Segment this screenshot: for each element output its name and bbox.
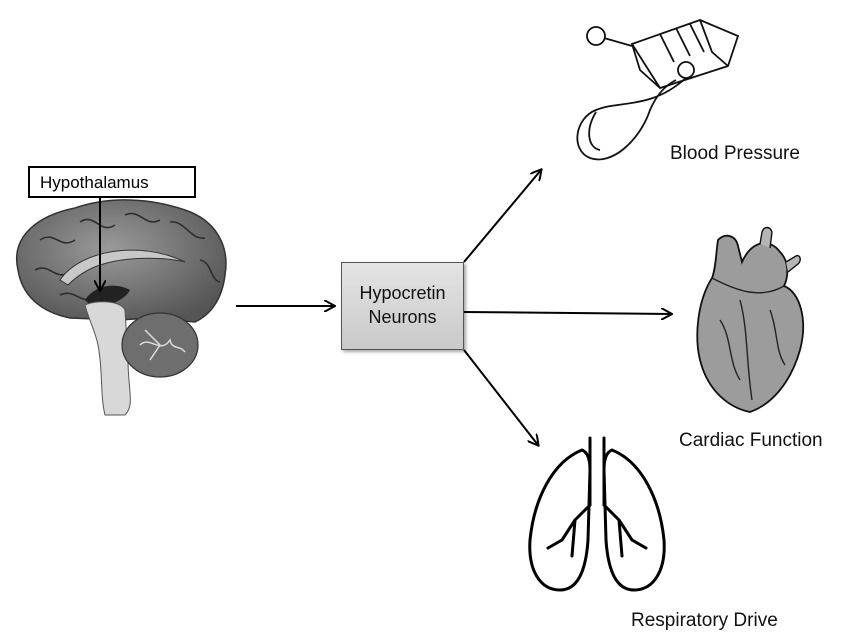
arrow-to-blood-pressure: [464, 170, 541, 262]
hypocretin-neurons-box: Hypocretin Neurons: [341, 262, 464, 350]
cardiac-function-label: Cardiac Function: [679, 430, 823, 452]
heart-icon: [697, 228, 803, 413]
hypothalamus-label: Hypothalamus: [40, 173, 149, 193]
hypocretin-label-line1: Hypocretin: [359, 283, 445, 303]
respiratory-drive-label: Respiratory Drive: [631, 610, 778, 632]
blood-pressure-label: Blood Pressure: [670, 143, 800, 165]
arrow-to-respiratory-drive: [464, 350, 538, 445]
hypocretin-neurons-label: Hypocretin Neurons: [342, 281, 463, 329]
lungs-icon: [530, 438, 664, 590]
hypothalamus-label-box: Hypothalamus: [28, 166, 196, 198]
arrow-to-cardiac-function: [464, 312, 671, 314]
hypocretin-label-line2: Neurons: [368, 307, 436, 327]
brain-icon: [17, 200, 226, 415]
blood-pressure-cuff-icon: [577, 20, 738, 159]
